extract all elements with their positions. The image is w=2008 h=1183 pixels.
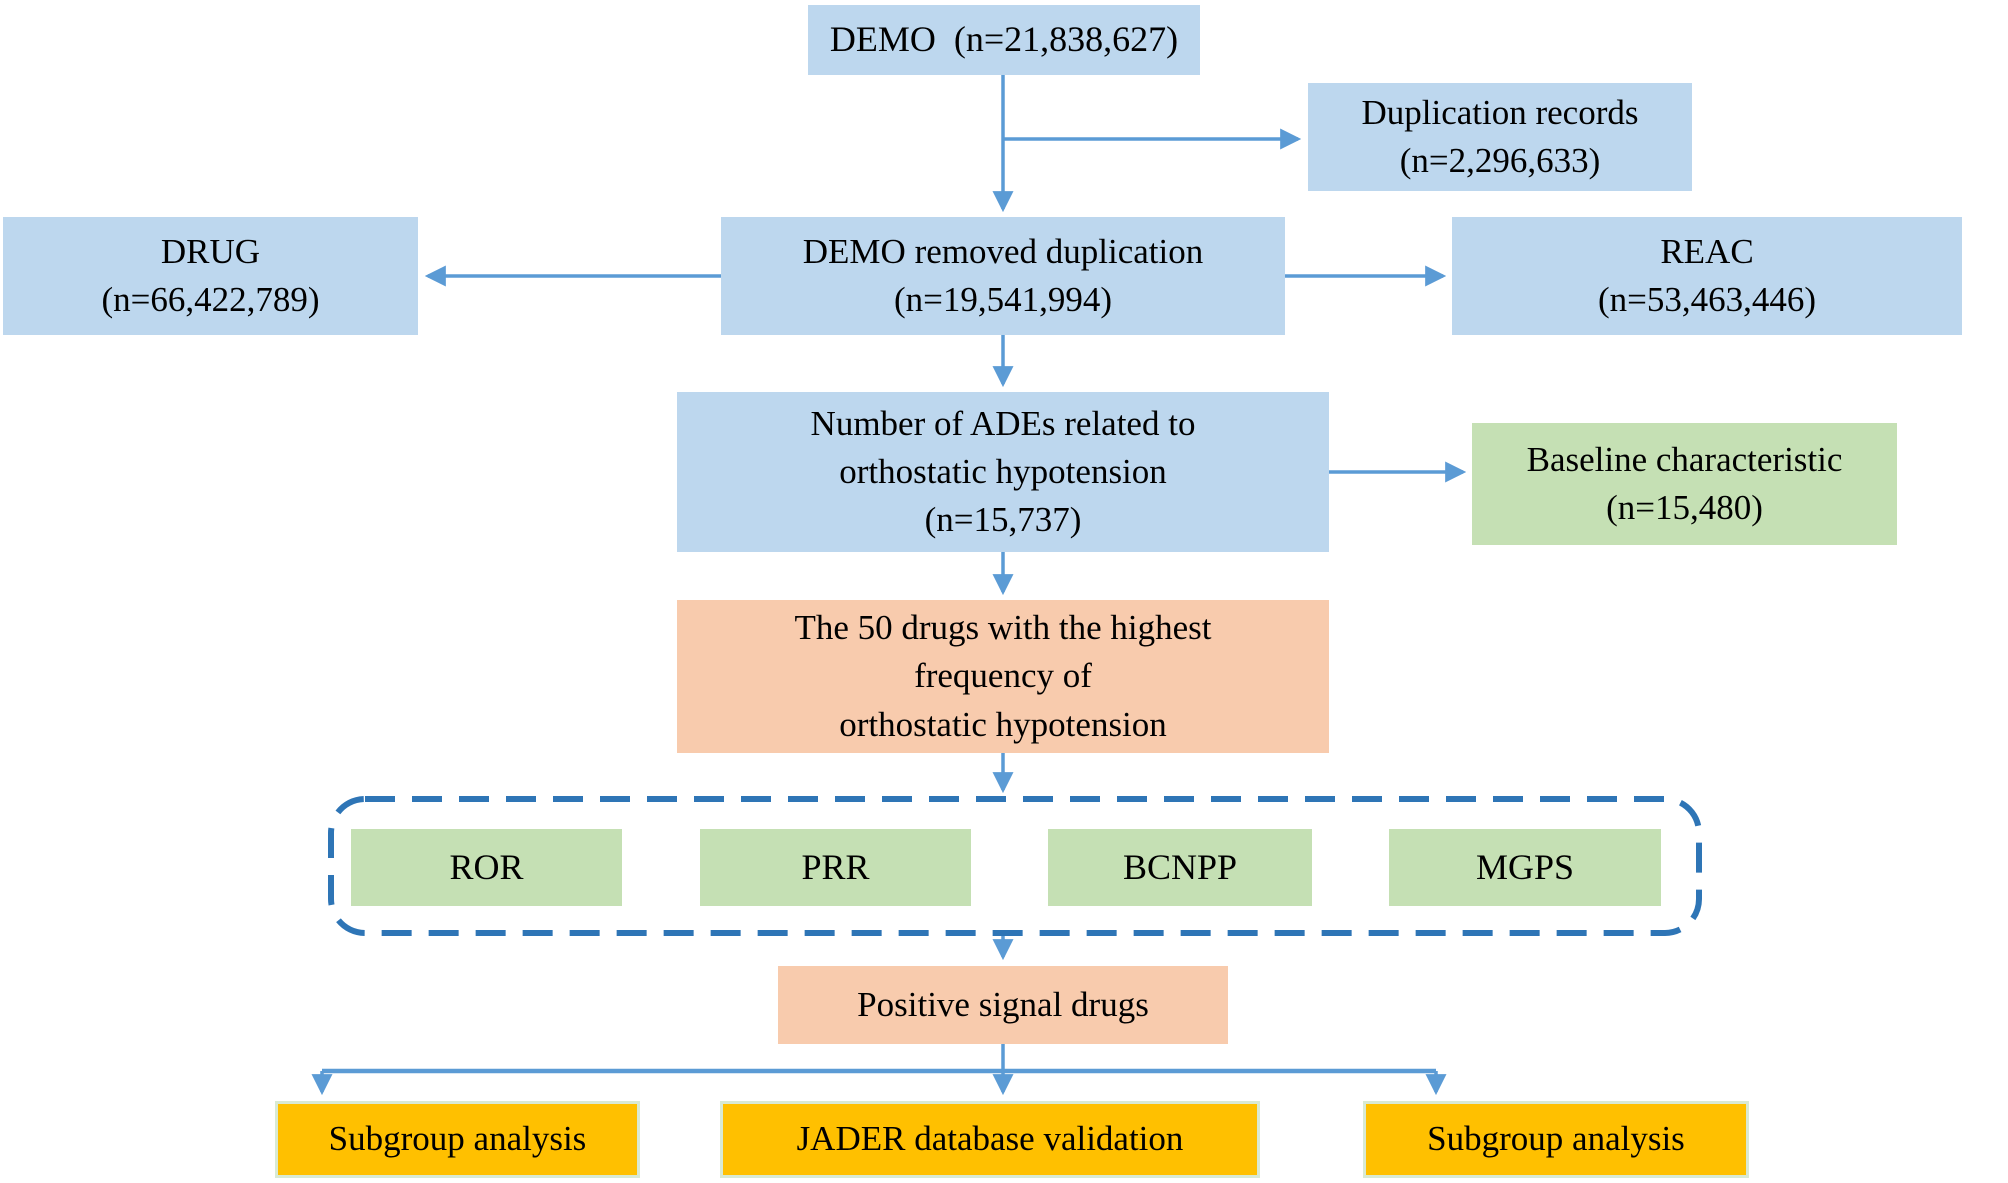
- node-ades-orthostatic-hypotension: Number of ADEs related to orthostatic hy…: [677, 392, 1329, 552]
- node-demo: DEMO (n=21,838,627): [808, 5, 1200, 75]
- node-method-prr: PRR: [700, 829, 971, 906]
- node-baseline-characteristic: Baseline characteristic (n=15,480): [1472, 423, 1897, 545]
- node-subgroup-analysis-right: Subgroup analysis: [1363, 1101, 1749, 1178]
- node-demo-removed-duplication: DEMO removed duplication (n=19,541,994): [721, 217, 1285, 335]
- node-positive-signal-drugs: Positive signal drugs: [778, 966, 1228, 1044]
- node-subgroup-analysis-left: Subgroup analysis: [275, 1101, 640, 1178]
- node-jader-validation: JADER database validation: [720, 1101, 1260, 1178]
- node-duplication-records: Duplication records (n=2,296,633): [1308, 83, 1692, 191]
- node-method-mgps: MGPS: [1389, 829, 1661, 906]
- methods-group-outline: [328, 796, 1702, 936]
- node-top50-drugs: The 50 drugs with the highest frequency …: [677, 600, 1329, 753]
- node-method-bcnpp: BCNPP: [1048, 829, 1312, 906]
- node-drug: DRUG (n=66,422,789): [3, 217, 418, 335]
- node-method-ror: ROR: [351, 829, 622, 906]
- node-reac: REAC (n=53,463,446): [1452, 217, 1962, 335]
